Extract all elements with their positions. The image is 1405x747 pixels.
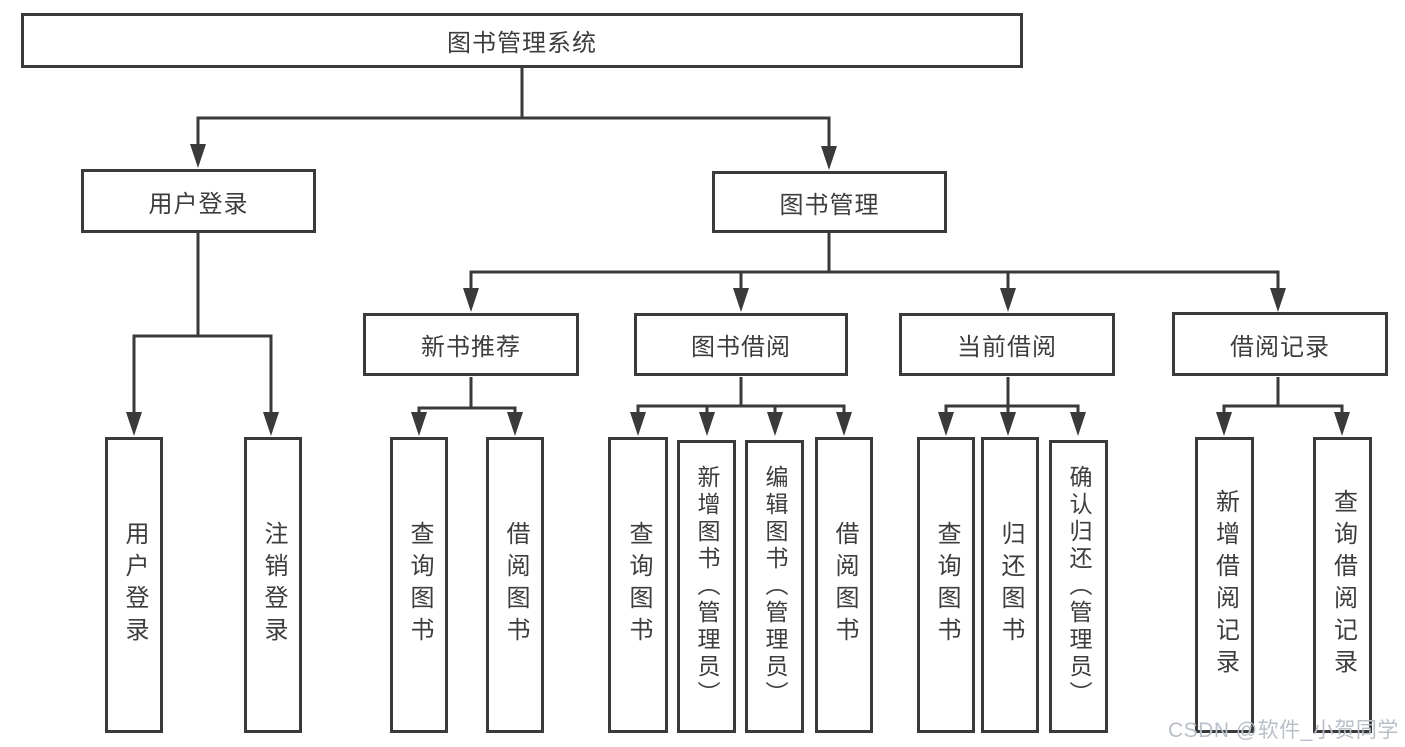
arrowhead-down-icon [630, 412, 646, 436]
node-new-book-recommend: 新书推荐 [363, 313, 579, 376]
node-book-borrowing: 图书借阅 [634, 313, 848, 376]
arrowhead-down-icon [1000, 412, 1016, 436]
leaf-borrow-books: 借阅图书 [486, 437, 544, 733]
arrowhead-down-icon [836, 412, 852, 436]
node-label: 新增图书（管理员） [694, 465, 720, 708]
arrowhead-down-icon [1270, 288, 1286, 312]
connector-current-borrow [938, 377, 1086, 436]
node-label: 查询图书 [406, 521, 433, 649]
node-label: 编辑图书（管理员） [762, 465, 788, 708]
arrowhead-down-icon [821, 146, 837, 170]
leaf-user-login: 用户登录 [105, 437, 163, 733]
node-label: 用户登录 [148, 190, 249, 218]
node-label: 查询图书 [625, 521, 652, 649]
arrowhead-down-icon [126, 412, 142, 436]
leaf-query-borrow-record: 查询借阅记录 [1313, 437, 1372, 733]
node-label: 确认归还（管理员） [1066, 465, 1092, 708]
arrowhead-down-icon [1216, 412, 1232, 436]
arrowhead-down-icon [699, 412, 715, 436]
arrowhead-down-icon [507, 412, 523, 436]
node-label: 新书推荐 [421, 334, 521, 361]
node-label: 借阅图书 [831, 521, 858, 649]
node-label: 用户登录 [121, 521, 148, 649]
leaf-confirm-return-admin: 确认归还（管理员） [1049, 440, 1108, 733]
node-label: 图书管理系统 [447, 30, 597, 57]
connector-new-book [411, 377, 523, 436]
arrowhead-down-icon [263, 412, 279, 436]
node-current-borrowing: 当前借阅 [899, 313, 1115, 376]
node-label: 查询借阅记录 [1329, 489, 1357, 681]
node-label: 图书借阅 [691, 334, 791, 361]
node-borrowing-records: 借阅记录 [1172, 312, 1388, 376]
arrowhead-down-icon [190, 144, 206, 168]
node-user-login: 用户登录 [81, 169, 316, 233]
arrowhead-down-icon [1070, 412, 1086, 436]
node-book-management: 图书管理 [712, 171, 947, 233]
node-library-system: 图书管理系统 [21, 13, 1023, 68]
leaf-query-books: 查询图书 [608, 437, 668, 733]
connector-root [190, 68, 837, 170]
arrowhead-down-icon [1000, 288, 1016, 312]
leaf-borrow-books: 借阅图书 [815, 437, 873, 733]
connector-user-login [126, 233, 279, 436]
arrowhead-down-icon [463, 288, 479, 312]
leaf-edit-books-admin: 编辑图书（管理员） [745, 440, 804, 733]
connector-book-borrow [630, 377, 852, 436]
connector-book-mgmt [463, 233, 1286, 312]
node-label: 查询图书 [933, 521, 960, 649]
arrowhead-down-icon [411, 412, 427, 436]
arrowhead-down-icon [767, 412, 783, 436]
leaf-query-books: 查询图书 [390, 437, 448, 733]
node-label: 归还图书 [997, 521, 1024, 649]
node-label: 注销登录 [260, 521, 287, 649]
connector-borrow-record [1216, 377, 1350, 436]
node-label: 借阅记录 [1230, 333, 1330, 361]
leaf-return-books: 归还图书 [981, 437, 1039, 733]
arrowhead-down-icon [938, 412, 954, 436]
leaf-add-borrow-record: 新增借阅记录 [1195, 437, 1254, 733]
leaf-query-books: 查询图书 [917, 437, 975, 733]
arrowhead-down-icon [1334, 412, 1350, 436]
leaf-logout: 注销登录 [244, 437, 302, 733]
node-label: 新增借阅记录 [1211, 489, 1239, 681]
node-label: 借阅图书 [502, 521, 529, 649]
csdn-watermark: CSDN @软件_小贺同学 [1168, 719, 1399, 742]
leaf-add-books-admin: 新增图书（管理员） [677, 440, 736, 733]
node-label: 当前借阅 [957, 334, 1057, 361]
node-label: 图书管理 [779, 191, 880, 219]
arrowhead-down-icon [733, 288, 749, 312]
